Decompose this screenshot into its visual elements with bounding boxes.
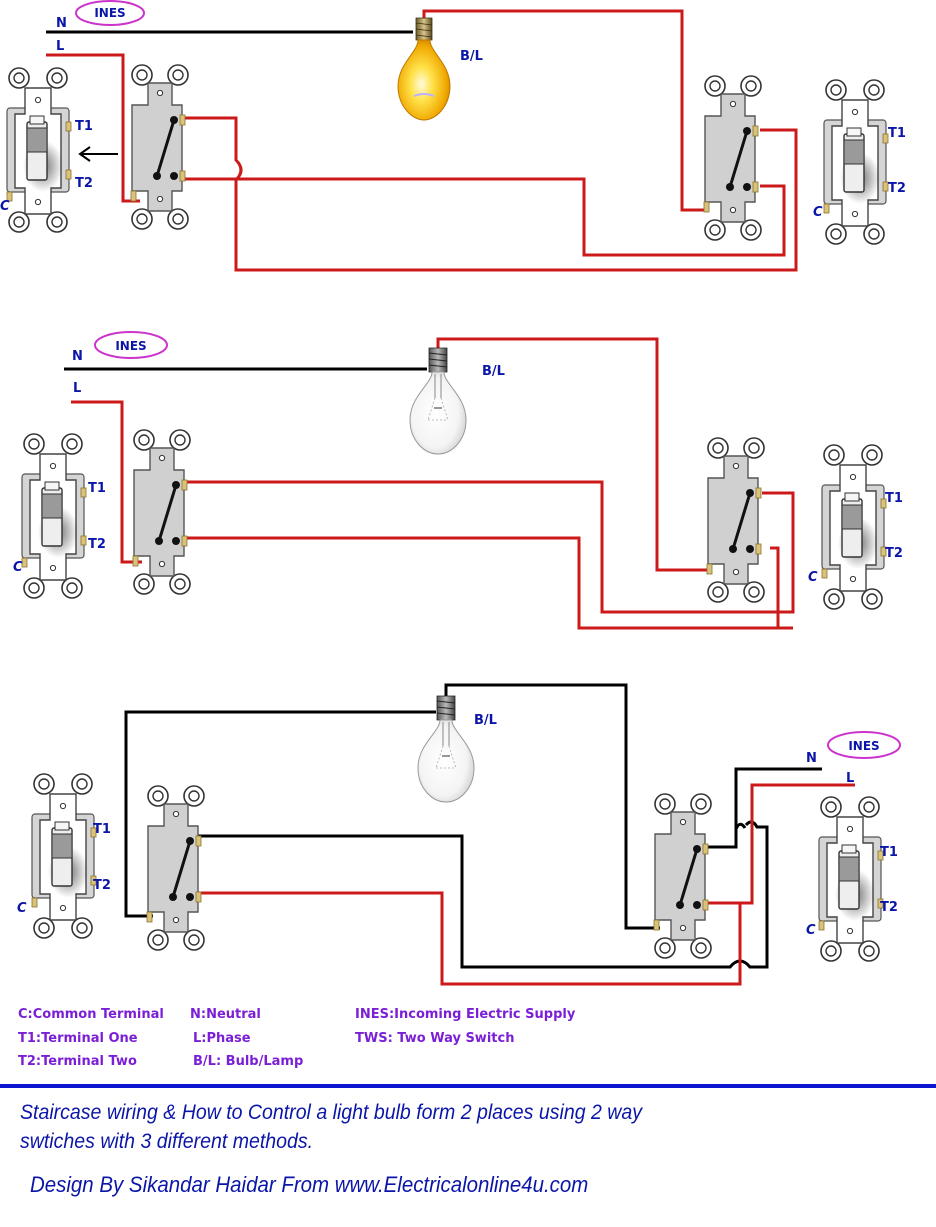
terminal-t1-label: T1: [88, 481, 106, 496]
ines-label: INES: [848, 739, 879, 753]
switch-right-photo: [818, 796, 884, 962]
legend-item: C:Common Terminal: [18, 1007, 164, 1022]
legend: C:Common Terminal T1:Terminal One T2:Ter…: [18, 1007, 576, 1069]
traveller-2-wire: [185, 177, 786, 257]
diagram-method-1: INES N L B/L T1 T2 C T1 T2 C: [0, 0, 906, 272]
switch-left-schematic: [129, 63, 190, 231]
divider-line: [0, 1084, 936, 1088]
switch-left-schematic: [131, 428, 192, 596]
arrow-icon: [78, 146, 118, 162]
caption-line-1: Staircase wiring & How to Control a ligh…: [20, 1101, 642, 1124]
terminal-t2-label: T2: [93, 878, 111, 893]
legend-item: T2:Terminal Two: [18, 1054, 137, 1069]
terminal-t2-label: T2: [75, 176, 93, 191]
traveller-2-wire: [770, 546, 780, 628]
ines-badge: [827, 731, 901, 759]
credit-line: Design By Sikandar Haidar From www.Elect…: [30, 1172, 589, 1197]
legend-item: N:Neutral: [190, 1007, 261, 1022]
neutral-label: N: [806, 751, 817, 766]
terminal-c-label: C: [808, 570, 818, 585]
diagram-method-2: INES N L B/L T1 T2 C T1 T2 C: [13, 331, 903, 630]
lamp-left-wire: [124, 710, 436, 918]
switch-right-schematic: [652, 792, 713, 960]
caption: Staircase wiring & How to Control a ligh…: [20, 1098, 642, 1156]
legend-item: INES:Incoming Electric Supply: [355, 1007, 576, 1022]
ines-label: INES: [115, 339, 146, 353]
terminal-c-label: C: [13, 560, 23, 575]
traveller-1-wire: [186, 480, 795, 614]
switch-right-photo: [823, 79, 889, 245]
neutral-label: N: [72, 349, 83, 364]
terminal-t1-label: T1: [885, 491, 903, 506]
diagram-method-3: INES N L B/L T1 T2 C T1 T2 C: [17, 683, 901, 986]
neutral-wire: [706, 767, 822, 849]
lamp-unlit: [409, 347, 467, 455]
legend-item: TWS: Two Way Switch: [355, 1031, 514, 1046]
switch-left-photo: [6, 67, 72, 233]
phase-label: L: [846, 771, 854, 786]
terminal-c-label: C: [0, 199, 10, 214]
switch-left-schematic: [145, 784, 206, 952]
switch-left-photo: [21, 433, 87, 599]
switch-right-schematic: [705, 436, 766, 604]
lamp-return-wire: [436, 337, 712, 572]
phase-wire: [706, 783, 855, 905]
traveller-2-wire: [192, 891, 742, 986]
lamp-return-wire: [422, 9, 708, 212]
ines-badge: [94, 331, 168, 359]
terminal-t1-label: T1: [888, 126, 906, 141]
terminal-t2-label: T2: [888, 181, 906, 196]
wires: [124, 683, 855, 986]
switch-right-schematic: [702, 74, 763, 242]
terminal-t2-label: T2: [885, 546, 903, 561]
terminal-t2-label: T2: [88, 537, 106, 552]
terminal-c-label: C: [17, 901, 27, 916]
legend-item: L:Phase: [193, 1031, 251, 1046]
ines-label: INES: [94, 6, 125, 20]
terminal-t1-label: T1: [93, 822, 111, 837]
lamp-label: B/L: [474, 713, 497, 728]
switch-right-photo: [821, 444, 887, 610]
wires: [64, 337, 795, 630]
phase-label: L: [56, 39, 64, 54]
legend-item: B/L: Bulb/Lamp: [193, 1054, 303, 1069]
lamp-label: B/L: [482, 364, 505, 379]
lamp-label: B/L: [460, 49, 483, 64]
traveller-2-wire: [186, 536, 793, 630]
legend-item: T1:Terminal One: [18, 1031, 138, 1046]
terminal-c-label: C: [813, 205, 823, 220]
phase-wire: [71, 400, 142, 564]
lamp-neutral-wire: [444, 683, 660, 930]
terminal-t1-label: T1: [75, 119, 93, 134]
terminal-t2-label: T2: [880, 900, 898, 915]
switch-left-photo: [31, 773, 97, 939]
ines-badge: [75, 0, 145, 26]
terminal-c-label: C: [806, 923, 816, 938]
phase-label: L: [73, 381, 81, 396]
neutral-label: N: [56, 16, 67, 31]
traveller-1-wire: [185, 116, 798, 272]
terminal-t1-label: T1: [880, 845, 898, 860]
caption-line-2: swtiches with 3 different methods.: [20, 1130, 314, 1153]
